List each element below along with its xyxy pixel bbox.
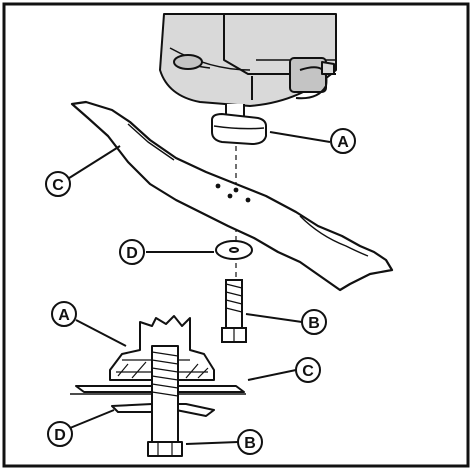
washer [215,240,253,260]
callout-b-bottom-label: B [244,435,256,452]
callout-a-top: A [330,128,356,154]
leader-lines [65,131,331,445]
callout-c-top-label: C [52,177,64,194]
callout-b-bottom: B [237,429,263,455]
callout-d-bottom: D [47,421,73,447]
engine-housing [159,13,337,107]
callout-c-bottom: C [295,357,321,383]
callout-d-top: D [119,239,145,265]
blade-holes [215,183,251,203]
blade-adapter [211,104,267,146]
callout-a-top-label: A [337,134,349,151]
callout-b-top-label: B [308,315,320,332]
callout-c-bottom-label: C [302,363,314,380]
blade-bolt [221,279,247,343]
callout-a-bottom-label: A [58,307,70,324]
callout-b-top: B [301,309,327,335]
callout-d-bottom-label: D [54,427,66,444]
callout-d-top-label: D [126,245,138,262]
callout-c-top: C [45,171,71,197]
callout-a-bottom: A [51,301,77,327]
cross-section-assembly [70,315,246,457]
